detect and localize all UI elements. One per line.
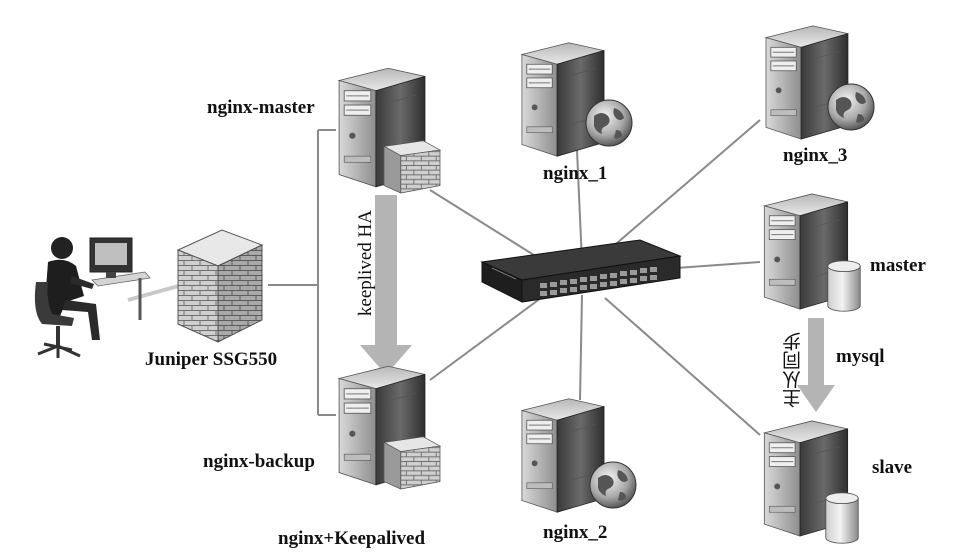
link-backup-switch (429, 294, 546, 381)
nginx-1-server-icon (521, 42, 605, 157)
network-switch-icon (480, 239, 682, 303)
juniper-label: Juniper SSG550 (145, 349, 278, 370)
mysql-label: mysql (836, 346, 885, 367)
nginx-1-globe-icon (585, 99, 633, 147)
link-master-db-switch (675, 261, 761, 269)
mysql-slave-database-icon (825, 492, 859, 544)
nginx-2-server-icon (521, 398, 605, 513)
master-slave-sync-label: 主从同步 (783, 332, 804, 408)
user-workstation-icon (34, 237, 151, 358)
link-nginx1-switch (576, 149, 583, 263)
nginx-1-label: nginx_1 (543, 163, 608, 184)
nginx-2-globe-icon (589, 461, 637, 509)
nginx-keepalived-label: nginx+Keepalived (278, 528, 426, 549)
nginx-backup-label: nginx-backup (203, 451, 315, 472)
keepalived-ha-label: keeplived HA (355, 210, 376, 317)
link-master-switch (429, 189, 546, 263)
mysql-master-label: master (870, 255, 926, 276)
keepalived-ha-arrow (360, 195, 412, 375)
mysql-master-database-icon (827, 260, 861, 312)
link-nginx3-switch (594, 119, 761, 263)
master-slave-sync-arrow (797, 318, 835, 412)
nginx-backup-firewall-icon (383, 436, 441, 490)
nginx-master-firewall-icon (383, 140, 441, 194)
nginx-3-globe-icon (827, 83, 875, 131)
link-nginx2-switch (579, 294, 583, 401)
mysql-slave-label: slave (872, 457, 913, 478)
connection-lines (127, 119, 761, 436)
nginx-master-label: nginx-master (207, 97, 315, 118)
juniper-firewall-icon (176, 229, 264, 343)
link-slave-db-switch (604, 297, 761, 436)
link-user-juniper (127, 283, 183, 302)
nginx-3-label: nginx_3 (783, 145, 848, 166)
nginx-2-label: nginx_2 (543, 522, 608, 543)
